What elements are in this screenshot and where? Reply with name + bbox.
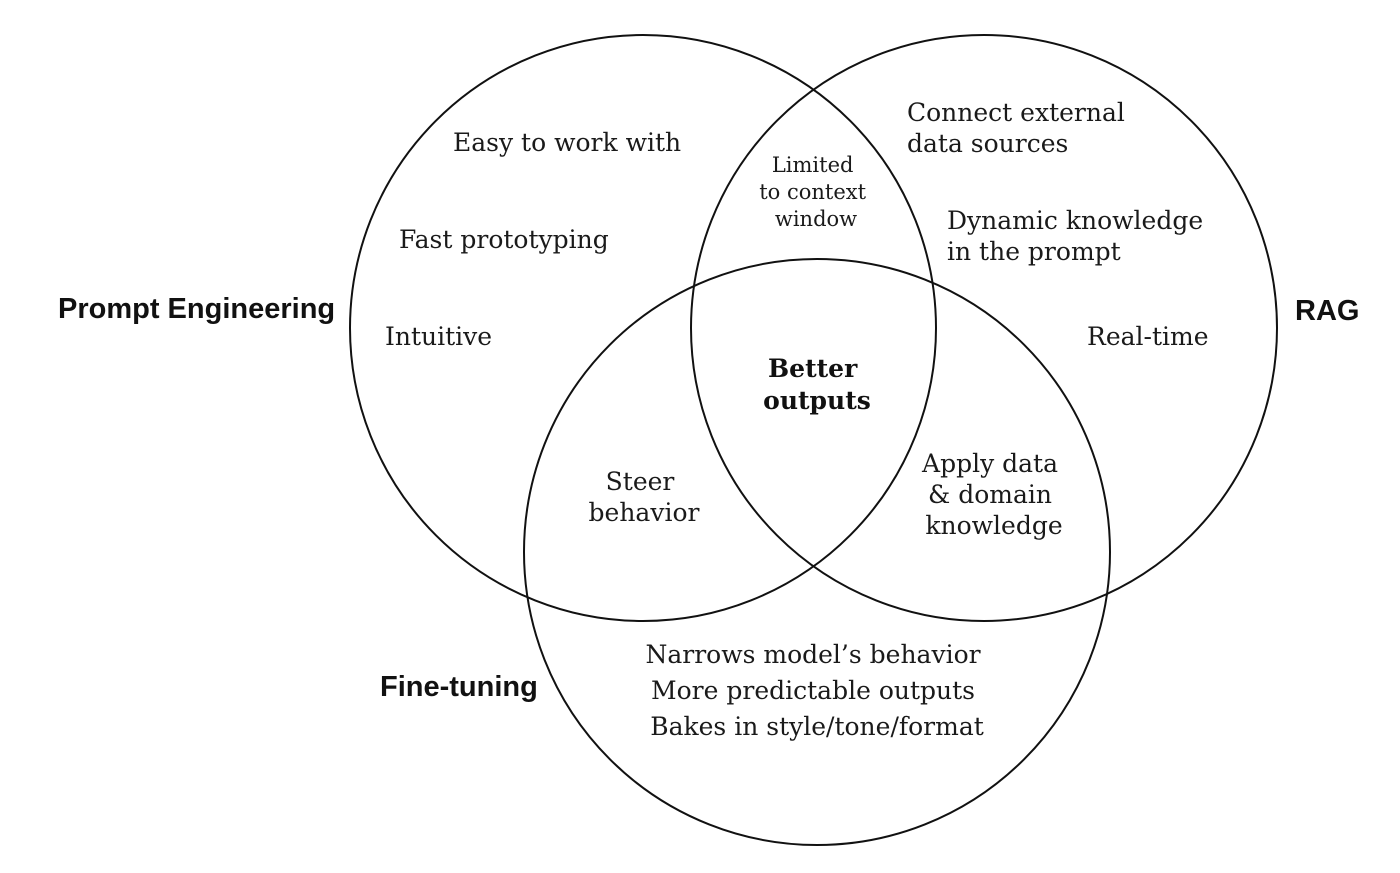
prompt-item-intuitive: Intuitive (385, 322, 492, 351)
rag-label: RAG (1295, 295, 1359, 327)
fine-tuning-label: Fine-tuning (380, 671, 538, 703)
prompt-item-easy: Easy to work with (453, 128, 681, 157)
overlap-prompt-fine-tuning: Steer behavior (589, 467, 700, 527)
fine-tuning-items: Narrows model’s behavior More predictabl… (645, 640, 988, 741)
overlap-prompt-rag: Limited to context window (759, 153, 873, 231)
fine-tuning-circle (523, 258, 1111, 846)
rag-circle (690, 34, 1278, 622)
overlap-all: Better outputs (763, 354, 871, 415)
prompt-engineering-label: Prompt Engineering (58, 293, 335, 325)
rag-item-connect: Connect external data sources (907, 98, 1133, 158)
rag-item-dynamic: Dynamic knowledge in the prompt (947, 206, 1211, 266)
rag-item-realtime: Real-time (1087, 322, 1209, 351)
overlap-rag-fine-tuning: Apply data & domain knowledge (921, 449, 1066, 540)
prompt-engineering-circle (349, 34, 937, 622)
prompt-item-fast: Fast prototyping (399, 225, 609, 254)
